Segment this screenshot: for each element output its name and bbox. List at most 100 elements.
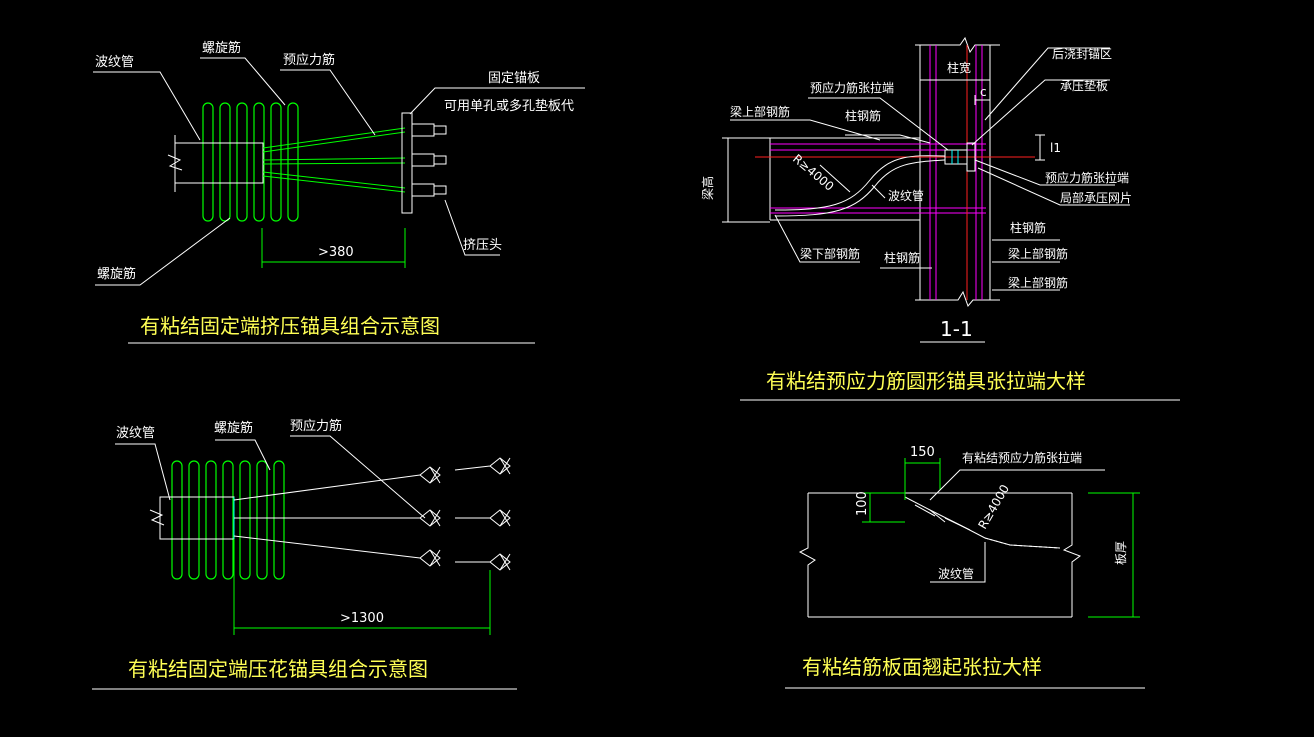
tendon-curve [774,155,946,211]
leader-head [444,199,500,256]
label-c: c [980,85,987,99]
label-bearing-plate: 承压垫板 [1060,78,1108,93]
slab-outline [808,492,1072,618]
spiral-rebar-top [202,102,299,222]
dim-line-150 [904,458,941,500]
diagram-extrusion-anchor: >380 波纹管 螺旋筋 预应力筋 固定锚板 可用单孔或多孔垫板代 螺旋筋 挤压… [93,40,585,344]
dim-1300: >1300 [340,611,384,626]
beam-outline [769,137,920,221]
leader-tension-end [929,469,1105,501]
title-d4: 有粘结筋板面翘起张拉大样 [802,655,1042,679]
diagram-embossed-anchor: >1300 波纹管 螺旋筋 预应力筋 有粘结固定端压花锚具组合示意图 [92,418,517,690]
anchor-assembly [914,504,971,531]
label-corrugated-pipe: 波纹管 [888,188,924,203]
dim-line-thickness [1088,492,1140,618]
dim-line-100 [862,492,905,523]
beam-rebars [770,143,986,214]
leader-bearing [971,79,1110,146]
diagram-round-anchor-tension-end: 柱宽 c l1 后浇封锚区 承压垫板 预应力筋张拉端 梁上部钢筋 柱钢筋 梁高 … [700,36,1180,401]
break-mark [167,135,183,192]
dim-beam-height [722,137,770,223]
label-spiral-top: 螺旋筋 [202,40,241,56]
corrugated-duct [984,537,1061,549]
dim-380: >380 [318,245,354,260]
label-beam-top-bar-3: 梁上部钢筋 [1008,275,1068,290]
slab-break-left [798,493,816,617]
leader-duct [871,184,886,199]
label-tension-end: 有粘结预应力筋张拉端 [962,450,1082,465]
leader-spiral [200,57,286,106]
column-outline [919,45,991,300]
dim-line-380 [261,228,406,268]
title-d1: 有粘结固定端挤压锚具组合示意图 [140,314,440,338]
dim-c [974,95,991,105]
label-radius: R≥4000 [790,152,836,194]
label-tension-end: 预应力筋张拉端 [810,80,894,95]
label-anchor-plate-note: 可用单孔或多孔垫板代 [444,98,574,114]
label-column-bar-3: 柱钢筋 [884,250,920,265]
leader-right-labels [992,239,1060,291]
column-rebars [929,45,983,300]
embossed-ends [419,457,511,571]
label-tendon: 预应力筋 [283,52,335,68]
tendons [233,474,421,559]
leader-tendon [290,435,426,519]
label-slab-thickness: 板厚 [1114,541,1128,565]
label-section: 1-1 [940,317,973,341]
leader-post-pour [984,47,1110,121]
bearing-plate [966,142,976,172]
dim-column-width [919,75,991,85]
corrugated-duct [174,142,264,184]
leader-duct [93,71,201,141]
label-corrugated-pipe: 波纹管 [95,55,134,70]
leader-mesh [977,167,1130,206]
leader-duct [115,443,171,501]
leader-column-bar [845,134,931,144]
dim-line-1300 [233,539,491,635]
column-break-top [915,36,1000,54]
leader-tendon [280,69,376,136]
label-column-width: 柱宽 [947,60,971,75]
leader-beam-top [730,119,881,141]
label-anchor-plate: 固定锚板 [488,71,540,86]
label-tension-end-2: 预应力筋张拉端 [1045,170,1129,185]
leader-duct [930,542,986,583]
leader-tension-end-2 [974,159,1115,186]
label-local-mesh: 局部承压网片 [1060,190,1132,205]
label-column-bar: 柱钢筋 [845,108,881,123]
leader-tension-end [808,97,949,151]
title-d3: 有粘结固定端压花锚具组合示意图 [128,657,428,681]
leader-spiral-bottom [95,217,231,286]
label-radius: R≥4000 [975,482,1012,531]
label-beam-top-bar: 梁上部钢筋 [730,104,790,119]
label-corrugated-pipe: 波纹管 [116,426,155,441]
dim-100: 100 [855,491,870,516]
label-beam-top-bar-2: 梁上部钢筋 [1008,246,1068,261]
leader-spiral [215,439,271,471]
label-beam-height: 梁高 [700,176,715,200]
leader-plate [409,87,585,115]
column-break-bottom [915,290,1000,307]
diagram-slab-surface-tension: 150 100 有粘结预应力筋张拉端 R≥4000 波纹管 板厚 有粘结筋板面翘… [785,445,1145,689]
anchor-grips [951,150,959,164]
slab-break-right [1062,493,1082,617]
dim-l1 [1035,134,1045,161]
label-spiral-bottom: 螺旋筋 [97,266,136,282]
duct-curve [774,159,946,217]
leader-radius [819,164,851,193]
tendon-line [904,496,1061,549]
dim-150: 150 [910,445,935,460]
label-spiral: 螺旋筋 [214,420,253,436]
label-extrusion-head: 挤压头 [463,238,502,253]
label-beam-bottom-bar: 梁下部钢筋 [800,246,860,261]
tendon-strands [262,127,406,193]
label-post-pour-zone: 后浇封锚区 [1052,46,1112,61]
label-corrugated-pipe: 波纹管 [938,566,974,581]
label-tendon: 预应力筋 [290,418,342,434]
title-d2: 有粘结预应力筋圆形锚具张拉端大样 [766,369,1086,393]
label-l1: l1 [1050,141,1061,155]
leader-beam-bottom [774,214,860,263]
extrusion-heads [411,123,447,197]
break-mark [149,509,165,526]
